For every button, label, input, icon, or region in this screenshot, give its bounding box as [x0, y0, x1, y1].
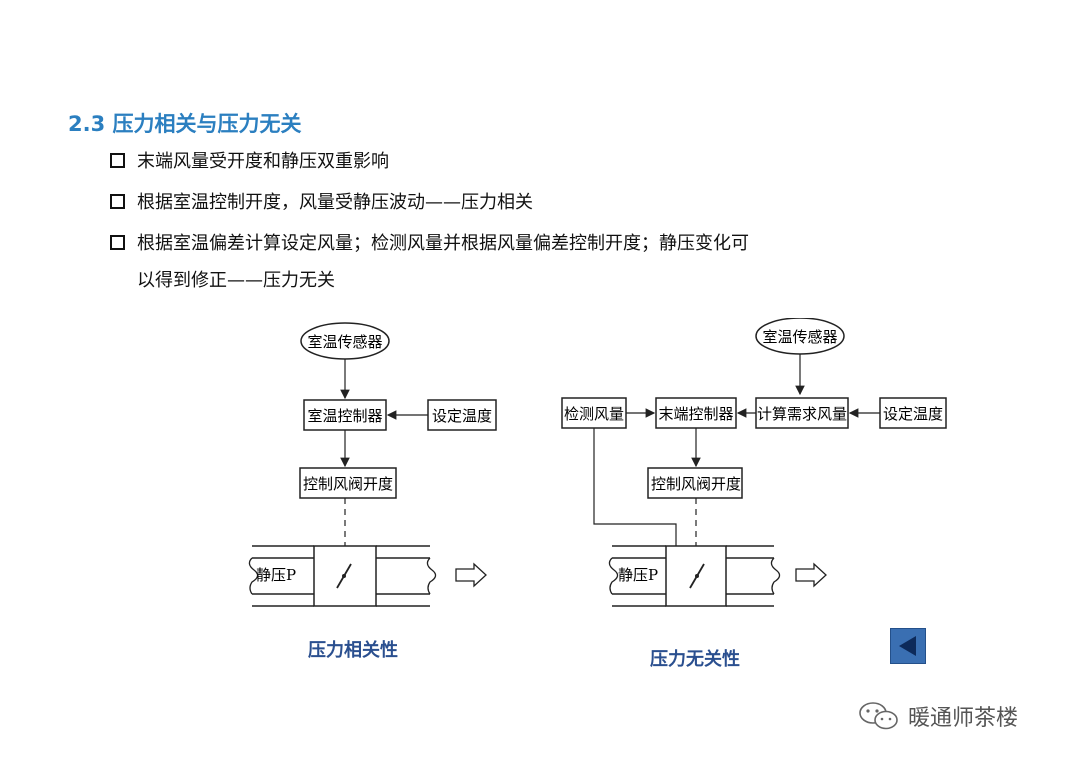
sensor-label: 室温传感器: [762, 328, 837, 346]
duct-with-damper: [608, 545, 781, 607]
bullet-item-1: 末端风量受开度和静压双重影响: [110, 145, 389, 179]
bullet-item-2: 根据室温控制开度，风量受静压波动——压力相关: [110, 186, 533, 220]
checkbox-bullet-icon: [110, 153, 125, 168]
terminal-controller-node: [655, 397, 737, 429]
bullet-item-3: 根据室温偏差计算设定风量；检测风量并根据风量偏差控制开度；静压变化可: [110, 227, 749, 261]
setpoint-label: 设定温度: [432, 407, 492, 425]
calc-label: 计算需求风量: [757, 405, 847, 423]
watermark: 暖通师茶楼: [858, 700, 1018, 732]
terminal-controller-label: 末端控制器: [658, 405, 733, 423]
section-heading: 2.3 压力相关与压力无关: [68, 112, 302, 136]
setpoint-label: 设定温度: [883, 405, 943, 423]
setpoint-node: [427, 399, 497, 431]
bullet-text-3-continued: 以得到修正——压力无关: [137, 270, 335, 291]
flow-meter-label: 检测风量: [564, 405, 624, 423]
setpoint-node: [879, 397, 947, 429]
valve-label: 控制风阀开度: [303, 475, 393, 493]
back-arrow-icon: [899, 636, 916, 656]
back-button[interactable]: [890, 628, 926, 664]
sensor-label: 室温传感器: [307, 333, 382, 351]
wechat-icon: [859, 702, 898, 730]
pressure-label: 静压P: [256, 566, 296, 584]
duct-with-damper: [248, 545, 437, 607]
valve-label: 控制风阀开度: [651, 475, 741, 493]
bullet-text-2: 根据室温控制开度，风量受静压波动——压力相关: [137, 192, 533, 213]
checkbox-bullet-icon: [110, 194, 125, 209]
controller-label: 室温控制器: [307, 407, 382, 425]
controller-node: [303, 399, 387, 431]
valve-node: [299, 467, 397, 499]
bullet-text-3: 根据室温偏差计算设定风量；检测风量并根据风量偏差控制开度；静压变化可: [137, 233, 749, 254]
pressure-label: 静压P: [618, 566, 658, 584]
valve-node: [647, 467, 743, 499]
pressure-independent-diagram: 室温传感器 检测风量 末端控制器 计算需求风量 设定温度 控制风阀开度: [556, 317, 952, 632]
flow-arrow-icon: [795, 562, 827, 588]
pressure-dependent-diagram: 室温传感器 室温控制器 设定温度 控制风阀开度 静压P: [240, 318, 500, 632]
left-caption: 压力相关性: [308, 640, 398, 661]
checkbox-bullet-icon: [110, 235, 125, 250]
bullet-text-1: 末端风量受开度和静压双重影响: [137, 151, 389, 172]
flow-arrow-icon: [455, 562, 487, 588]
right-caption: 压力无关性: [650, 649, 740, 670]
watermark-text: 暖通师茶楼: [908, 706, 1019, 731]
